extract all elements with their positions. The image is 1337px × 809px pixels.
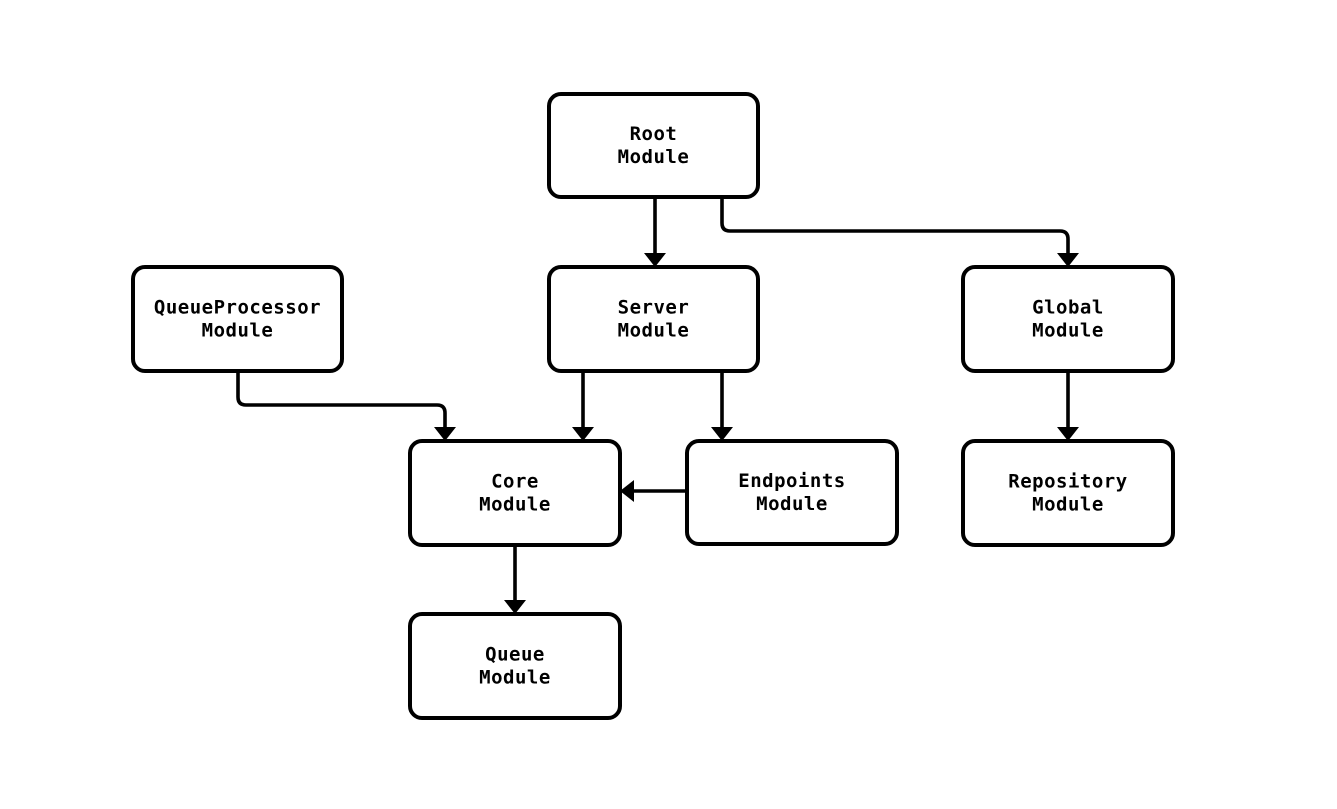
queueprocessor-module-node-rect[interactable] [131,265,344,373]
edge-queueprocessor-to-core-line [236,371,447,433]
edge-queueprocessor-to-core [236,371,456,441]
edge-queueprocessor-to-core-arrowhead [434,427,456,441]
core-module-node-label-line2: Module [479,494,551,516]
queueprocessor-module-node-label-line1: QueueProcessor [154,297,321,319]
edge-global-to-repository [1057,371,1079,441]
endpoints-module-node-rect[interactable] [685,439,899,546]
edge-root-to-global [720,197,1079,267]
core-module-node-rect[interactable] [408,439,622,547]
root-module-node-label-line2: Module [618,146,690,168]
repository-module-node-label-line1: Repository [1008,471,1127,493]
edge-server-to-endpoints-arrowhead [711,427,733,441]
nodes-layer: RootModuleQueueProcessorModuleServerModu… [131,92,1175,720]
server-module-node-label-line1: Server [618,297,690,319]
root-module-node-label-line1: Root [630,123,678,145]
edge-core-to-queue [504,545,526,614]
edge-root-to-global-arrowhead [1057,253,1079,267]
core-module-node-label-line1: Core [491,471,539,493]
edge-endpoints-to-core [620,480,687,502]
repository-module-node-label-line2: Module [1032,494,1104,516]
edges-layer [236,197,1079,614]
edge-core-to-queue-arrowhead [504,600,526,614]
global-module-node-label-line2: Module [1032,320,1104,342]
queue-module-node-rect[interactable] [408,612,622,720]
global-module-node-label-line1: Global [1032,297,1104,319]
edge-root-to-global-line [720,197,1070,259]
edge-root-to-server [644,197,666,267]
repository-module-node-rect[interactable] [961,439,1175,547]
endpoints-module-node-label-line1: Endpoints [738,470,845,492]
root-module-node-rect[interactable] [547,92,760,199]
edge-server-to-core-arrowhead [572,427,594,441]
server-module-node-label-line2: Module [618,320,690,342]
queueprocessor-module-node-label-line2: Module [202,320,274,342]
edge-server-to-endpoints [711,371,733,441]
edge-global-to-repository-arrowhead [1057,427,1079,441]
edge-endpoints-to-core-arrowhead [620,480,634,502]
global-module-node-rect[interactable] [961,265,1175,373]
queue-module-node-label-line1: Queue [485,644,545,666]
server-module-node-rect[interactable] [547,265,760,373]
queue-module-node-label-line2: Module [479,667,551,689]
edge-root-to-server-arrowhead [644,253,666,267]
endpoints-module-node-label-line2: Module [756,493,828,515]
edge-server-to-core [572,371,594,441]
